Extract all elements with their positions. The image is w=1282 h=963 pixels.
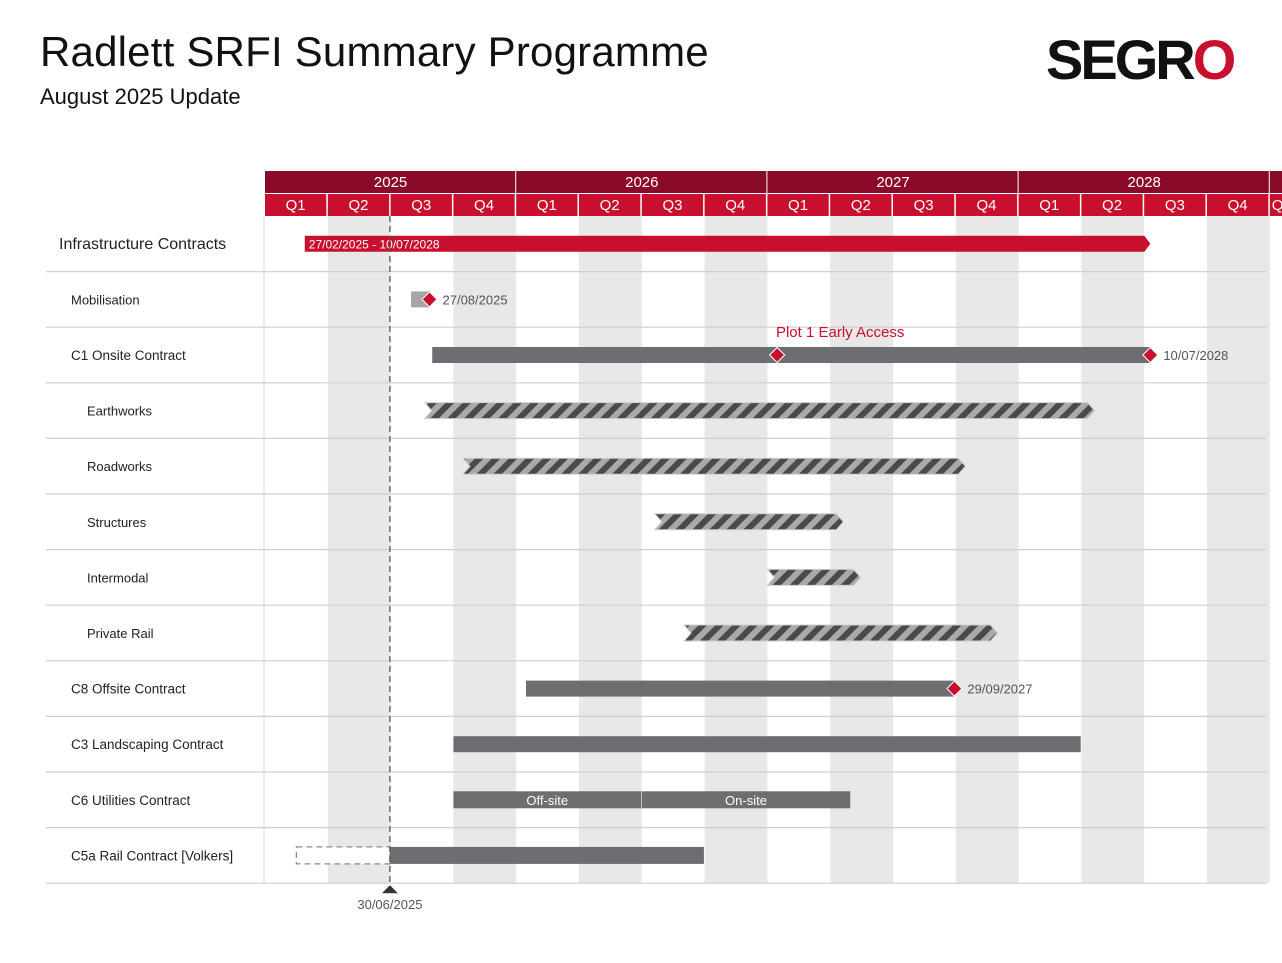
quarter-label: Q1 [537,197,557,214]
milestone-label: 27/08/2025 [443,292,508,307]
hatched-bar [766,568,862,586]
quarter-label: Q1 [1272,197,1282,214]
row-label: Roadworks [87,459,153,474]
quarter-cell [1207,194,1269,216]
row-label: Earthworks [87,404,153,419]
task-bar [525,680,955,697]
quarter-cell [327,194,390,216]
quarter-cell [955,194,1018,216]
quarter-cell [830,194,892,216]
today-label: 30/06/2025 [357,897,422,912]
quarter-cell [453,194,515,216]
quarter-cell [516,194,578,216]
milestone-diamond [946,680,963,697]
row-label: Intermodal [87,570,149,585]
hatched-bar [653,513,844,531]
row-label: Private Rail [87,626,154,641]
milestone-caption: Plot 1 Early Access [776,324,904,341]
milestone-label: 10/07/2028 [1163,348,1228,363]
year-band [1018,171,1269,193]
row-label: C3 Landscaping Contract [71,737,224,752]
hatched-bar [461,457,967,475]
quarter-label: Q3 [914,197,934,214]
row-label: Structures [87,515,147,530]
row-label: Mobilisation [71,292,140,307]
year-label: 2028 [1128,174,1161,191]
quarter-label: Q2 [851,197,871,214]
task-bar [453,791,642,809]
hatched-bar [423,402,1096,420]
task-bar [432,347,1151,363]
row-label: C1 Onsite Contract [71,348,186,363]
milestone-diamond [421,291,438,308]
quarter-cell [265,194,327,216]
quarter-label: Q3 [411,197,431,214]
segro-logo: SEGRO [1046,28,1237,91]
quarter-cell [767,194,829,216]
year-band [265,171,516,193]
year-label: 2026 [625,174,658,191]
row-label: C6 Utilities Contract [71,793,191,808]
row-label: Infrastructure Contracts [59,236,226,253]
quarter-label: Q4 [725,197,745,214]
logo-text: SEGR [1046,28,1196,91]
quarter-label: Q2 [348,197,368,214]
row-label: C8 Offsite Contract [71,682,186,697]
year-label: 2025 [374,174,407,191]
mobilisation-bar [411,291,430,308]
milestone-diamond [768,346,786,364]
quarter-label: Q1 [286,197,306,214]
page-subtitle: August 2025 Update [40,84,241,109]
quarter-label: Q3 [1165,197,1185,214]
summary-bar-label: 27/02/2025 - 10/07/2028 [309,237,440,251]
year-band-stub [1269,171,1282,193]
quarter-cell [1269,194,1282,216]
quarter-cell [390,194,452,216]
today-marker [381,885,398,894]
quarter-label: Q3 [662,197,682,214]
quarter-cell [1144,194,1206,216]
quarter-label: Q2 [1102,197,1122,214]
quarter-cell [1018,194,1080,216]
page-title: Radlett SRFI Summary Programme [40,28,709,75]
hatched-bar [683,624,999,642]
quarter-cell [579,194,641,216]
task-bar [641,791,851,809]
task-bar-label: On-site [725,793,767,808]
milestone-label: 29/09/2027 [967,682,1032,697]
year-band [516,171,767,193]
quarter-label: Q1 [1039,197,1059,214]
quarter-label: Q2 [600,197,620,214]
milestone-diamond [1142,346,1159,364]
quarter-cell [704,194,766,216]
task-bar-label: Off-site [526,793,568,808]
year-label: 2027 [876,174,909,191]
quarter-label: Q1 [788,197,808,214]
quarter-cell [893,194,955,216]
task-bar [453,736,1081,753]
quarter-label: Q4 [1228,197,1248,214]
summary-bar [304,235,1151,252]
quarter-cell [1081,194,1143,216]
quarter-label: Q4 [976,197,996,214]
task-bar [389,846,704,864]
logo-accent: O [1192,28,1237,91]
dashed-bar [295,846,391,865]
quarter-label: Q4 [474,197,494,214]
year-band [767,171,1018,193]
row-label: C5a Rail Contract [Volkers] [71,848,233,863]
quarter-cell [641,194,704,216]
